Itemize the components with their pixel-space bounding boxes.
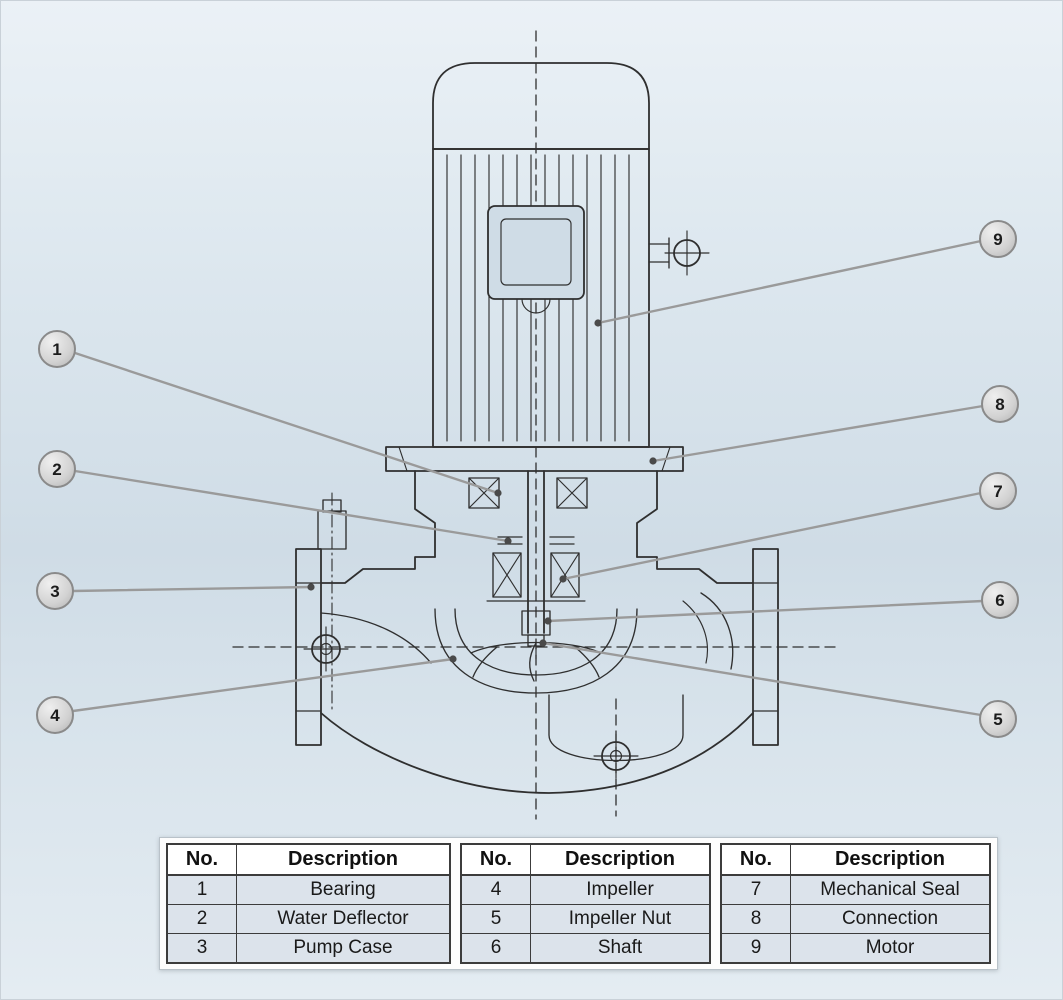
callout-3: 3 — [36, 572, 74, 610]
leader-line-1 — [73, 351, 500, 495]
mechanical-seal-right — [550, 552, 580, 598]
callout-7: 7 — [979, 472, 1017, 510]
table-row: 3 Pump Case — [166, 933, 451, 964]
callout-2-number: 2 — [52, 460, 61, 479]
shaft-lines — [527, 470, 545, 634]
lantern-bracket — [414, 470, 658, 558]
parts-table-1: No. Description 1 Bearing 2 Water Deflec… — [166, 843, 451, 964]
table-cell-description: Pump Case — [236, 933, 451, 964]
leader-lines — [71, 239, 985, 717]
leader-line-5 — [541, 641, 983, 717]
table-cell-description: Impeller — [530, 874, 711, 905]
leader-dot-7 — [559, 575, 567, 583]
leader-line-3 — [71, 585, 313, 593]
callout-6-number: 6 — [995, 591, 1004, 610]
leader-line-7 — [561, 491, 983, 581]
table-cell-description: Bearing — [236, 874, 451, 905]
table-header-description: Description — [790, 843, 991, 876]
leader-dot-3 — [307, 583, 315, 591]
leader-dot-4 — [449, 655, 457, 663]
leader-dot-9 — [594, 319, 602, 327]
leader-dot-5 — [539, 639, 547, 647]
callout-1-number: 1 — [52, 340, 61, 359]
table-row: 8 Connection — [720, 904, 991, 934]
leader-line-2 — [73, 469, 510, 543]
table-header-no: No. — [720, 843, 791, 876]
bearing-right — [556, 477, 588, 509]
callout-4: 4 — [36, 696, 74, 734]
left-boss-crosshair — [303, 626, 349, 672]
water-deflector — [497, 536, 575, 545]
table-row: 7 Mechanical Seal — [720, 874, 991, 905]
connection-plate — [385, 446, 684, 472]
table-row: 9 Motor — [720, 933, 991, 964]
table-cell-no: 4 — [460, 874, 531, 905]
table-row: 4 Impeller — [460, 874, 711, 905]
table-cell-no: 9 — [720, 933, 791, 964]
table-row: 1 Bearing — [166, 874, 451, 905]
callout-9-number: 9 — [993, 230, 1002, 249]
table-row: 6 Shaft — [460, 933, 711, 964]
table-cell-description: Mechanical Seal — [790, 874, 991, 905]
callout-5-number: 5 — [993, 710, 1002, 729]
motor-outline — [432, 62, 650, 448]
leader-dot-8 — [649, 457, 657, 465]
leader-dot-1 — [494, 489, 502, 497]
leader-dot-2 — [504, 537, 512, 545]
table-cell-no: 2 — [166, 904, 237, 934]
table-cell-description: Shaft — [530, 933, 711, 964]
leader-dot-6 — [544, 617, 552, 625]
table-cell-no: 7 — [720, 874, 791, 905]
table-header-row: No. Description — [720, 843, 991, 876]
bearing-left — [468, 477, 500, 509]
table-header-description: Description — [530, 843, 711, 876]
table-header-row: No. Description — [166, 843, 451, 876]
parts-table-panel: No. Description 1 Bearing 2 Water Deflec… — [159, 837, 998, 970]
table-cell-no: 8 — [720, 904, 791, 934]
callout-8: 8 — [981, 385, 1019, 423]
callout-5: 5 — [979, 700, 1017, 738]
drain-boss-crosshair — [593, 733, 639, 779]
table-cell-no: 6 — [460, 933, 531, 964]
pump-drawing — [232, 30, 837, 820]
table-header-row: No. Description — [460, 843, 711, 876]
table-cell-description: Impeller Nut — [530, 904, 711, 934]
callout-6: 6 — [981, 581, 1019, 619]
motor-side-connector — [648, 230, 710, 276]
table-cell-no: 5 — [460, 904, 531, 934]
discharge-flange — [752, 548, 779, 746]
leader-line-8 — [651, 404, 985, 463]
callout-8-number: 8 — [995, 395, 1004, 414]
table-header-description: Description — [236, 843, 451, 876]
mechanical-seal-left — [492, 552, 522, 598]
callout-2: 2 — [38, 450, 76, 488]
parts-table-2: No. Description 4 Impeller 5 Impeller Nu… — [460, 843, 711, 964]
table-header-no: No. — [166, 843, 237, 876]
table-cell-description: Connection — [790, 904, 991, 934]
table-cell-no: 1 — [166, 874, 237, 905]
leader-line-9 — [596, 239, 983, 325]
callout-7-number: 7 — [993, 482, 1002, 501]
table-cell-description: Water Deflector — [236, 904, 451, 934]
callout-9: 9 — [979, 220, 1017, 258]
table-cell-description: Motor — [790, 933, 991, 964]
callout-balloons: 1 2 3 4 5 6 7 — [36, 220, 1019, 738]
table-row: 2 Water Deflector — [166, 904, 451, 934]
callout-3-number: 3 — [50, 582, 59, 601]
table-header-no: No. — [460, 843, 531, 876]
parts-table-3: No. Description 7 Mechanical Seal 8 Conn… — [720, 843, 991, 964]
table-cell-no: 3 — [166, 933, 237, 964]
callout-4-number: 4 — [50, 706, 60, 725]
callout-1: 1 — [38, 330, 76, 368]
leader-line-6 — [546, 599, 985, 623]
leader-line-4 — [71, 657, 455, 713]
table-row: 5 Impeller Nut — [460, 904, 711, 934]
